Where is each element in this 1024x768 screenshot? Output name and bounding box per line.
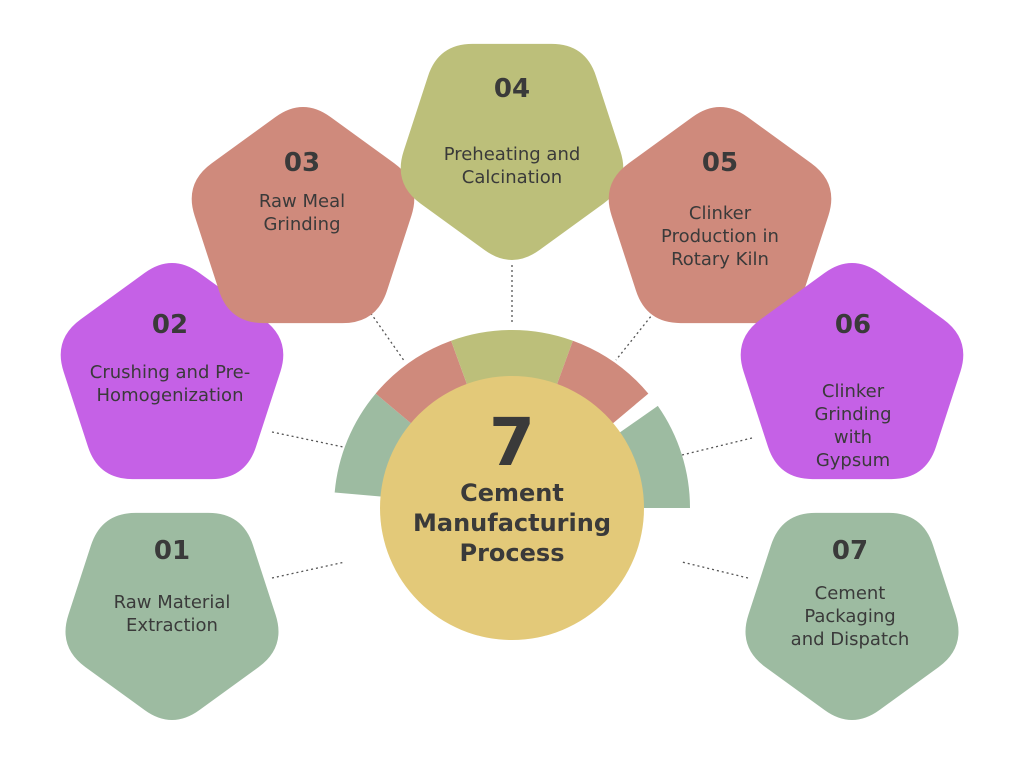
- step-04-label: Preheating and Calcination: [443, 144, 581, 188]
- step-06-number: 06: [834, 310, 872, 340]
- step-07-shape: [745, 512, 959, 720]
- step-07-number: 07: [831, 536, 869, 566]
- step-01-label: Raw Material Extraction: [113, 592, 231, 636]
- ring-segment: [334, 393, 421, 498]
- connector-line: [271, 431, 349, 449]
- ring-segment: [451, 329, 573, 396]
- step-05-shape: [608, 107, 832, 324]
- ring-segment: [553, 340, 649, 431]
- step-03-shape: [191, 107, 415, 324]
- connector-line: [364, 304, 406, 363]
- step-03-label: Raw Meal Grinding: [258, 191, 346, 235]
- center-title: Cement Manufacturing Process: [413, 479, 611, 567]
- center-ring: [334, 329, 690, 508]
- ring-segment: [375, 340, 471, 431]
- connector-line: [681, 437, 753, 456]
- step-06-shape: [740, 263, 964, 480]
- step-02-number: 02: [151, 310, 189, 340]
- step-05-number: 05: [701, 148, 739, 178]
- step-04-shape: [400, 43, 624, 261]
- connector-line: [681, 561, 749, 579]
- step-05-label: Clinker Production in Rotary Kiln: [661, 203, 779, 270]
- connector-line: [271, 561, 346, 579]
- step-02-shape: [60, 263, 284, 480]
- step-01-shape: [65, 512, 279, 720]
- step-03-number: 03: [283, 148, 321, 178]
- step-07-label: Cement Packaging and Dispatch: [790, 583, 910, 650]
- step-04-number: 04: [493, 74, 531, 104]
- step-01-number: 01: [153, 536, 191, 566]
- step-02-label: Crushing and Pre-Homogenization: [89, 362, 251, 406]
- center-number: 7: [489, 404, 535, 481]
- center-circle: [380, 376, 644, 640]
- step-shapes: [60, 43, 964, 720]
- step-06-label: Clinker Grinding with Gypsum: [814, 381, 892, 471]
